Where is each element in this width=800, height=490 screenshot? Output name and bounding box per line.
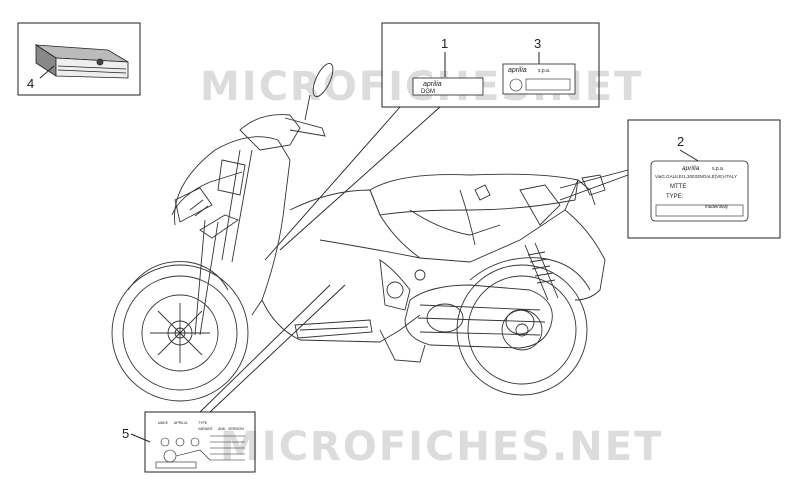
watermark-bottom: MICROFICHES.NET — [220, 424, 663, 470]
plate-made: madeinItaly — [705, 204, 729, 209]
callout-4: 4 — [27, 76, 34, 91]
tag-make: MAKE — [158, 421, 169, 425]
tag-variant: VARIANT — [198, 427, 214, 431]
plate-brand: aprilia — [682, 165, 700, 172]
tag-diagram-icon — [155, 435, 245, 469]
sticker3-sps: s.p.a. — [538, 68, 550, 74]
tag-aprilia: APRILIA — [174, 421, 188, 425]
rear-wheel — [456, 264, 588, 396]
dgm-text: DGM — [421, 89, 435, 95]
plate-mtte: MTTE — [670, 184, 686, 190]
manual-book-icon — [34, 44, 129, 79]
sticker-3: aprilia s.p.a. — [502, 63, 576, 95]
callout-2: 2 — [677, 134, 684, 149]
plate-address: ViaG.GALILEI1,30033NOALE(VE)-ITALY — [655, 174, 737, 179]
tag-type: TYPE — [198, 421, 208, 425]
sticker3-brand: aprilia — [508, 67, 527, 74]
plate-type: TYPE: — [666, 194, 684, 200]
box-4-manual: 4 — [17, 22, 141, 96]
callout-5: 5 — [122, 426, 129, 441]
dgm-sticker: aprilia DGM — [412, 77, 484, 96]
tag-and-version: AND — [218, 427, 226, 431]
dgm-brand: aprilia — [423, 81, 442, 88]
callout-3: 3 — [534, 36, 541, 51]
tag-version: VERSION — [228, 427, 244, 431]
leader-lines — [199, 106, 629, 413]
plate-sps: s.p.a. — [712, 166, 724, 172]
box-1-3-stickers: 1 aprilia DGM 3 aprilia s.p.a. — [381, 22, 600, 108]
scooter-drawing — [111, 62, 606, 402]
front-wheel — [111, 264, 249, 402]
callout-1: 1 — [441, 36, 448, 51]
box-2-id-plate: 2 aprilia s.p.a. ViaG.GALILEI1,30033NOAL… — [627, 119, 781, 239]
